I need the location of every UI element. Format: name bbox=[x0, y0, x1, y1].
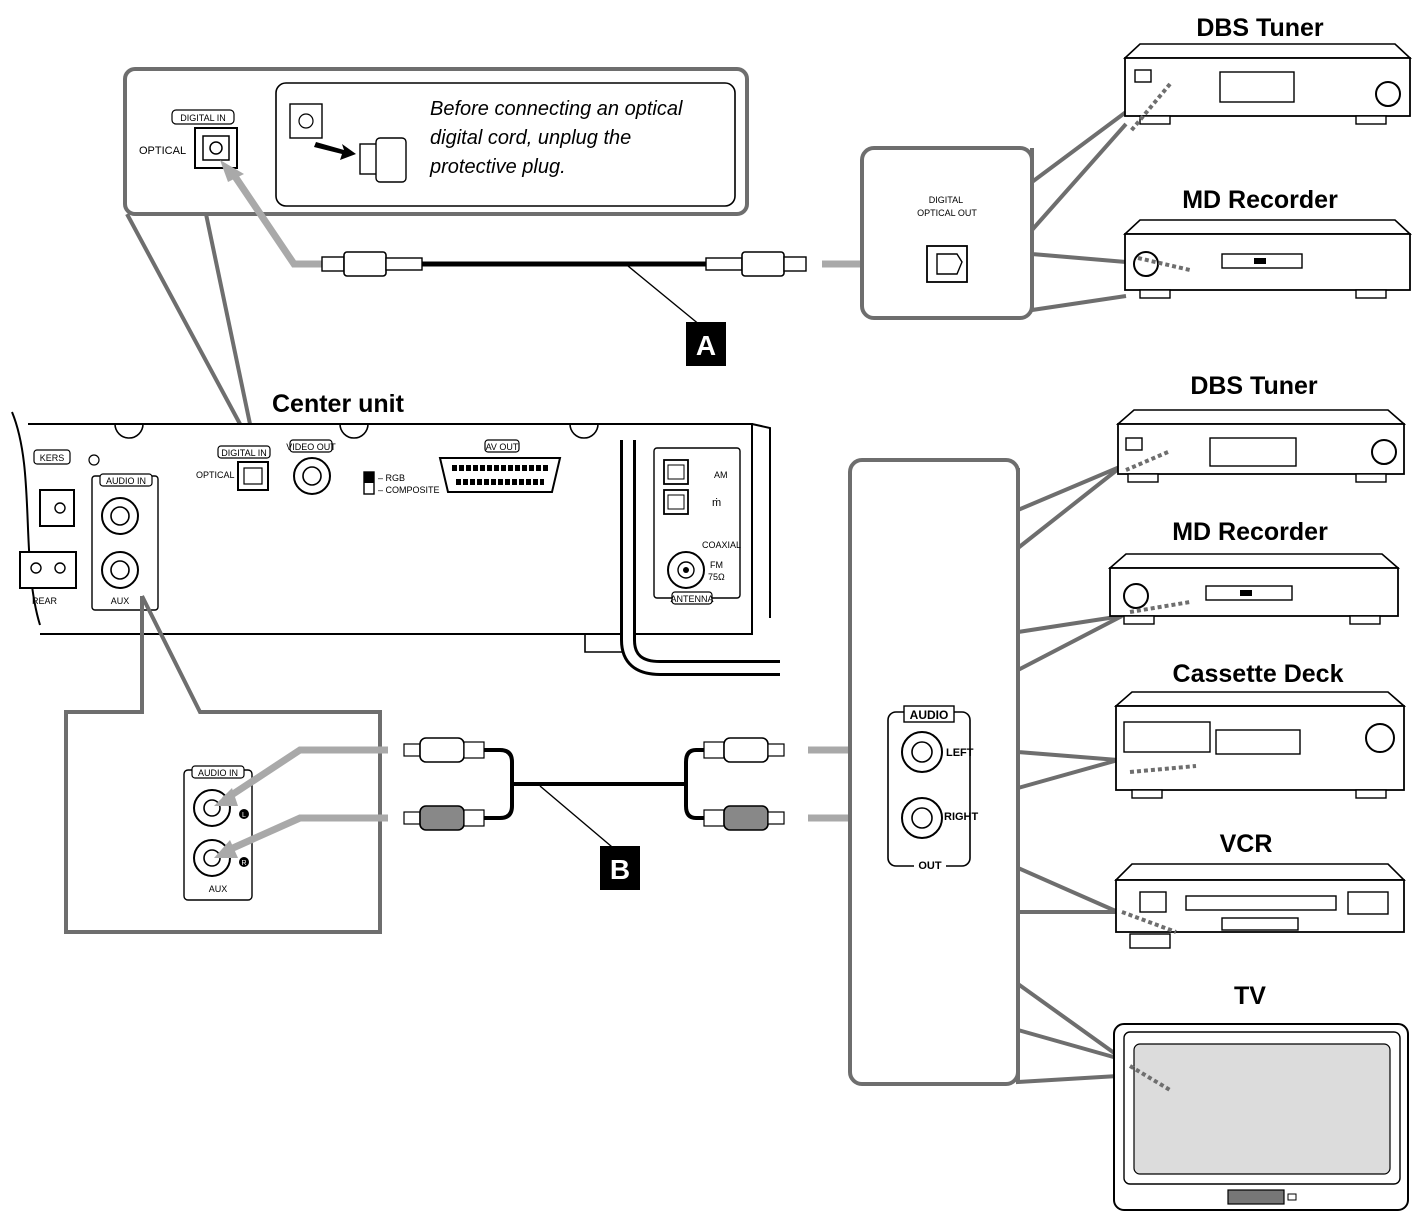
composite-label: – COMPOSITE bbox=[378, 485, 440, 495]
center-unit: KERS REAR AUDIO IN AUX DIGITAL IN OPTICA… bbox=[11, 411, 780, 676]
top-md-recorder bbox=[1122, 219, 1412, 299]
svg-text:OPTICAL: OPTICAL bbox=[196, 470, 235, 480]
audio-input-callout: AUDIO IN L R AUX bbox=[64, 595, 382, 934]
svg-text:DIGITAL IN: DIGITAL IN bbox=[221, 448, 267, 458]
video-out-label: VIDEO OUT bbox=[286, 442, 336, 452]
center-unit-label: Center unit bbox=[272, 390, 405, 418]
svg-text:AUX: AUX bbox=[209, 884, 228, 894]
vcr bbox=[1114, 863, 1406, 949]
top-dbs-tuner bbox=[1122, 43, 1412, 134]
marker-a: A bbox=[696, 330, 716, 361]
svg-text:AUDIO IN: AUDIO IN bbox=[198, 768, 238, 778]
svg-text:R: R bbox=[241, 860, 246, 867]
digital-optical-out-label: DIGITAL OPTICAL OUT bbox=[917, 195, 977, 218]
device-label-md-recorder: MD Recorder bbox=[1172, 518, 1328, 546]
device-label-top-md-recorder: MD Recorder bbox=[1182, 186, 1338, 214]
device-label-tv: TV bbox=[1234, 982, 1266, 1010]
av-out-label: AV OUT bbox=[486, 442, 519, 452]
rear-label: REAR bbox=[32, 596, 58, 606]
aux-label: AUX bbox=[111, 596, 130, 606]
jack-icon bbox=[289, 103, 323, 139]
audio-label: AUDIO bbox=[910, 708, 949, 722]
digital-optical-out-callout: DIGITAL OPTICAL OUT bbox=[860, 110, 1128, 320]
device-label-cassette-deck: Cassette Deck bbox=[1173, 660, 1344, 688]
am-label: AM bbox=[714, 470, 728, 480]
optical-label: OPTICAL bbox=[139, 145, 186, 157]
right-label: RIGHT bbox=[944, 811, 979, 823]
tv bbox=[1113, 1023, 1409, 1211]
svg-text:L: L bbox=[242, 812, 246, 819]
left-label: LEFT bbox=[946, 747, 974, 759]
coaxial-label: COAXIAL bbox=[702, 540, 741, 550]
device-label-top-dbs-tuner: DBS Tuner bbox=[1196, 14, 1324, 42]
marker-b: B bbox=[610, 854, 630, 885]
fm-label: FM bbox=[710, 560, 723, 570]
out-label: OUT bbox=[918, 860, 942, 872]
device-label-dbs-tuner: DBS Tuner bbox=[1190, 372, 1318, 400]
dbs-tuner bbox=[1115, 409, 1407, 483]
optical-input-callout: DIGITAL IN OPTICAL Before connecting an … bbox=[123, 67, 749, 425]
digital-in-label: DIGITAL IN bbox=[180, 113, 226, 123]
audio-out-callout: AUDIO LEFT RIGHT OUT bbox=[848, 458, 1126, 1086]
antenna-label: ANTENNA bbox=[670, 594, 713, 604]
am-loop-symbol: ṁ bbox=[712, 497, 721, 509]
plug-note: Before connecting an optical digital cor… bbox=[429, 98, 688, 178]
rgb-label: – RGB bbox=[378, 473, 405, 483]
fm-ohm-label: 75Ω bbox=[708, 572, 725, 582]
device-label-vcr: VCR bbox=[1220, 830, 1273, 858]
md-recorder bbox=[1107, 553, 1401, 625]
optical-cable-a: A bbox=[220, 160, 928, 366]
cassette-deck bbox=[1113, 691, 1407, 799]
audio-in-label: AUDIO IN bbox=[106, 476, 146, 486]
rca-cable-b: B bbox=[214, 737, 916, 890]
speakers-label: KERS bbox=[40, 453, 65, 463]
unplug-arrow-icon bbox=[314, 142, 356, 160]
